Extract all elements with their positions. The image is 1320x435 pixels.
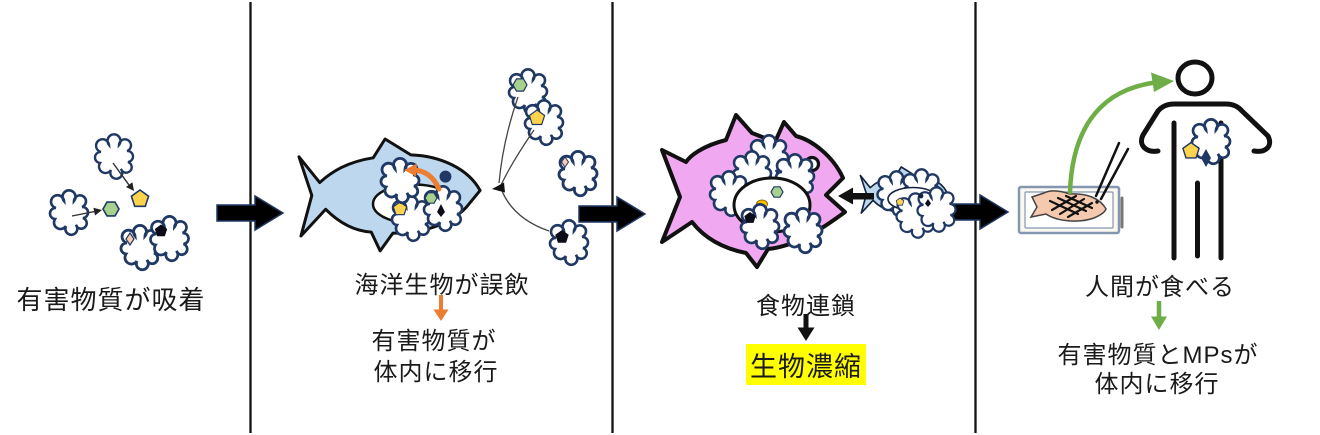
chopsticks [1094,141,1130,229]
flow-arrow-icon [216,194,285,232]
panel3-highlighted-term: 生物濃縮 [746,344,866,385]
panel3-foodchain-illustration [660,113,957,269]
human-head [1175,59,1215,97]
cloud-with-pink-diamond [119,223,161,272]
human-body-particles [1182,117,1232,167]
eating-arrow-green [1067,72,1174,195]
adsorption-arrows [71,162,134,217]
big-fish-stomach-contents [739,186,824,255]
down-arrow-orange-icon [433,295,449,321]
toxin-particles [102,189,150,217]
panel4-human-illustration [1017,59,1273,261]
down-arrow-black-icon [797,314,815,341]
panel1-caption: 有害物質が吸着 [16,285,206,315]
panel2-ingestion-illustration [297,68,599,267]
down-arrow-green-icon [1151,301,1167,330]
flow-arrows [216,193,1010,233]
grill-marks [1048,194,1094,219]
toxin-pentagon-yellow [130,189,150,208]
cloud-with-black-pentagon [149,214,190,263]
panel3-caption: 食物連鎖 [756,293,856,320]
panel4-caption: 人間が食べる [1085,274,1235,301]
prey-fish-details [876,168,957,239]
human-figure [1139,59,1273,261]
microplastic-cloud-icon [379,156,421,205]
flow-arrow-icon [578,195,647,233]
grilled-fish [1029,190,1107,222]
panel2-caption: 海洋生物が誤飲 [354,272,530,299]
microplastic-cloud-icon [48,133,135,237]
ingestion-arrows [492,96,550,232]
human-arms [1139,101,1273,154]
toxin-hexagon-green [102,201,120,217]
grilled-fish-tray [1017,185,1121,235]
panel4-result-line2: 体内に移行 [1094,371,1220,398]
panel2-result-line1: 有害物質が [371,328,497,355]
panel1-adsorption-illustration [48,133,190,272]
panel2-result-line2: 体内に移行 [373,359,499,386]
eaten-arrow-icon [838,187,874,205]
toxin-transfer-arrow-orange [404,163,442,192]
caption-down-arrows [433,295,1167,341]
panel4-result-line1: 有害物質とMPsが [1057,342,1259,369]
incoming-particle-clouds [507,68,599,267]
